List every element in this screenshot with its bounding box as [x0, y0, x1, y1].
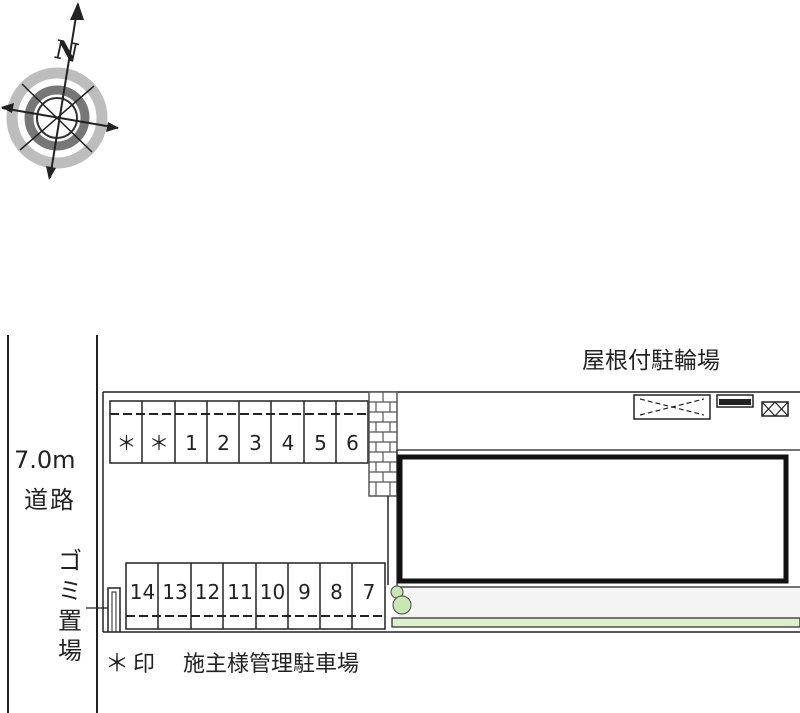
parking-slot-label: 9 [298, 580, 311, 604]
parking-slot-label: 13 [162, 580, 188, 604]
equipment-icon [716, 394, 789, 417]
brick-wall [368, 391, 398, 497]
legend: ＊印 施主様管理駐車場 [105, 648, 359, 680]
planting-area [390, 585, 800, 628]
legend-mark: ＊ [105, 649, 129, 677]
parking-slot-label: 8 [330, 580, 343, 604]
road-label: 道路 [24, 486, 76, 514]
parking-slot-label: 10 [259, 580, 286, 604]
property-boundary [102, 391, 800, 633]
bicycle-parking-label: 屋根付駐輪場 [582, 348, 720, 374]
legend-mark-label: 印 [133, 652, 156, 677]
compass-icon: N [1, 2, 119, 180]
parking-slot-label: 3 [249, 431, 262, 455]
legend-text: 施主様管理駐車場 [183, 652, 360, 677]
parking-slot-label: 1 [185, 431, 198, 455]
parking-slot-label: ＊ [149, 431, 169, 455]
parking-slot-label: 11 [227, 580, 253, 604]
parking-slot-label: 14 [129, 580, 156, 604]
parking-slot-label: ＊ [116, 431, 137, 455]
parking-top-row [109, 400, 369, 464]
compass-north-label: N [52, 35, 81, 69]
parking-bottom-row [125, 562, 386, 630]
road-width-label: 7.0m [14, 446, 76, 474]
garbage-area-label: ゴミ置場 [58, 547, 82, 665]
building [387, 449, 800, 588]
parking-slot-label: 2 [217, 431, 230, 455]
road [7, 335, 98, 713]
parking-slot-label: 5 [314, 431, 327, 455]
bicycle-parking [633, 394, 711, 420]
parking-slot-label: 4 [281, 431, 295, 455]
parking-slot-label: 6 [346, 431, 359, 455]
parking-slot-label: 7 [362, 580, 376, 604]
parking-slot-label: 12 [194, 580, 221, 604]
garbage-area [86, 587, 121, 632]
